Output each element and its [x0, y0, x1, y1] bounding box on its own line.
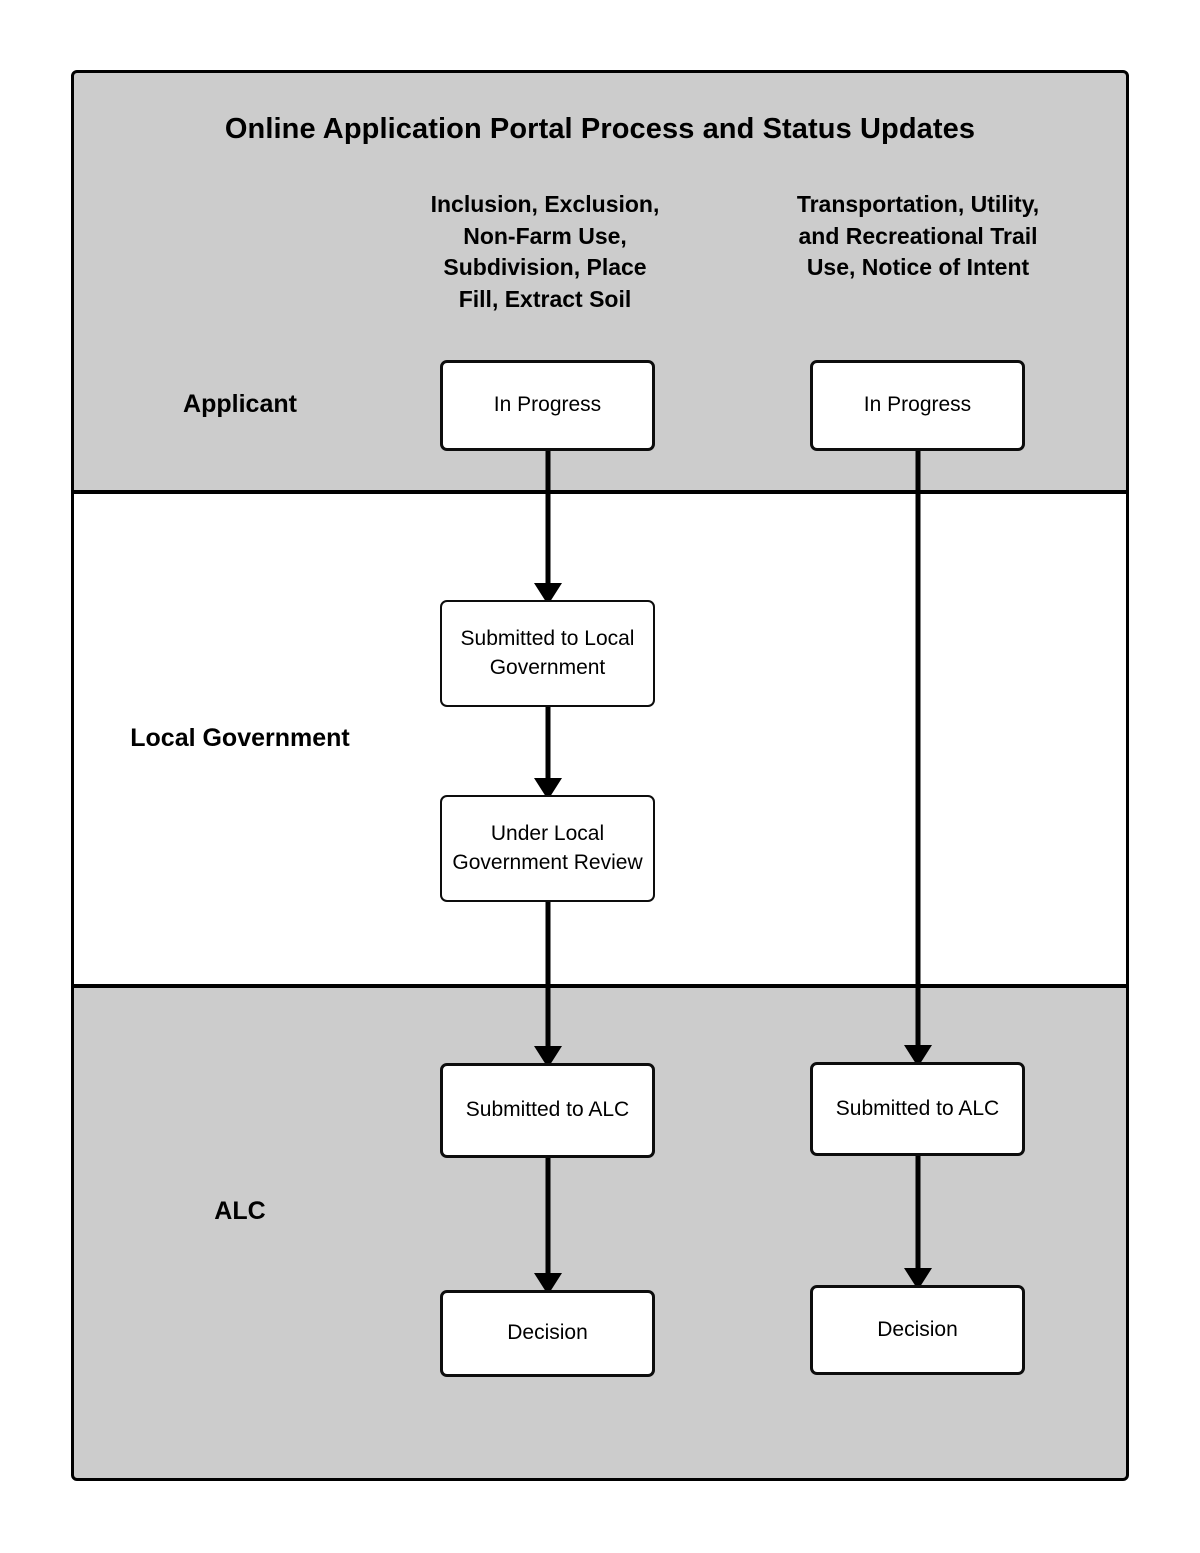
node-right-decision-label: Decision	[877, 1317, 958, 1341]
node-right-decision[interactable]: Decision	[810, 1285, 1025, 1375]
column-header-right: Transportation, Utility, and Recreationa…	[748, 189, 1088, 284]
node-left-decision[interactable]: Decision	[440, 1290, 655, 1377]
lane-label-local-government: Local Government	[130, 724, 350, 752]
node-left-submitted-to-local-government[interactable]: Submitted to Local Government	[440, 600, 655, 707]
node-left-under-local-government-review-label: Under Local Government Review	[452, 821, 643, 874]
lane-label-alc: ALC	[214, 1197, 266, 1225]
column-header-right-line-3: Use, Notice of Intent	[806, 254, 1030, 281]
node-right-in-progress-label: In Progress	[863, 393, 972, 417]
swimlane-alc	[71, 985, 1129, 1481]
node-left-in-progress-label: In Progress	[493, 393, 602, 417]
column-header-right-line-2: and Recreational Trail	[798, 222, 1038, 249]
node-left-in-progress[interactable]: In Progress	[440, 360, 655, 451]
swimlane-local-government	[71, 491, 1129, 987]
column-header-left-line-2: Non-Farm Use,	[463, 222, 627, 249]
column-header-right-line-1: Transportation, Utility,	[796, 191, 1040, 217]
node-right-submitted-to-alc[interactable]: Submitted to ALC	[810, 1062, 1025, 1156]
node-left-submitted-to-alc[interactable]: Submitted to ALC	[440, 1063, 655, 1158]
column-header-left-line-1: Inclusion, Exclusion,	[430, 191, 660, 217]
node-left-under-local-government-review[interactable]: Under Local Government Review	[440, 795, 655, 902]
node-right-submitted-to-alc-label: Submitted to ALC	[835, 1096, 1000, 1120]
node-left-submitted-to-alc-label: Submitted to ALC	[465, 1098, 630, 1122]
node-left-submitted-to-local-government-label: Submitted to Local Government	[460, 626, 635, 679]
node-left-decision-label: Decision	[507, 1321, 588, 1345]
lane-label-applicant: Applicant	[183, 390, 297, 418]
node-right-in-progress[interactable]: In Progress	[810, 360, 1025, 451]
column-header-left-line-3: Subdivision, Place	[443, 254, 647, 281]
column-header-left-line-4: Fill, Extract Soil	[458, 286, 632, 313]
column-header-left: Inclusion, Exclusion, Non-Farm Use, Subd…	[372, 189, 718, 316]
diagram-title: Online Application Portal Process and St…	[224, 113, 976, 145]
